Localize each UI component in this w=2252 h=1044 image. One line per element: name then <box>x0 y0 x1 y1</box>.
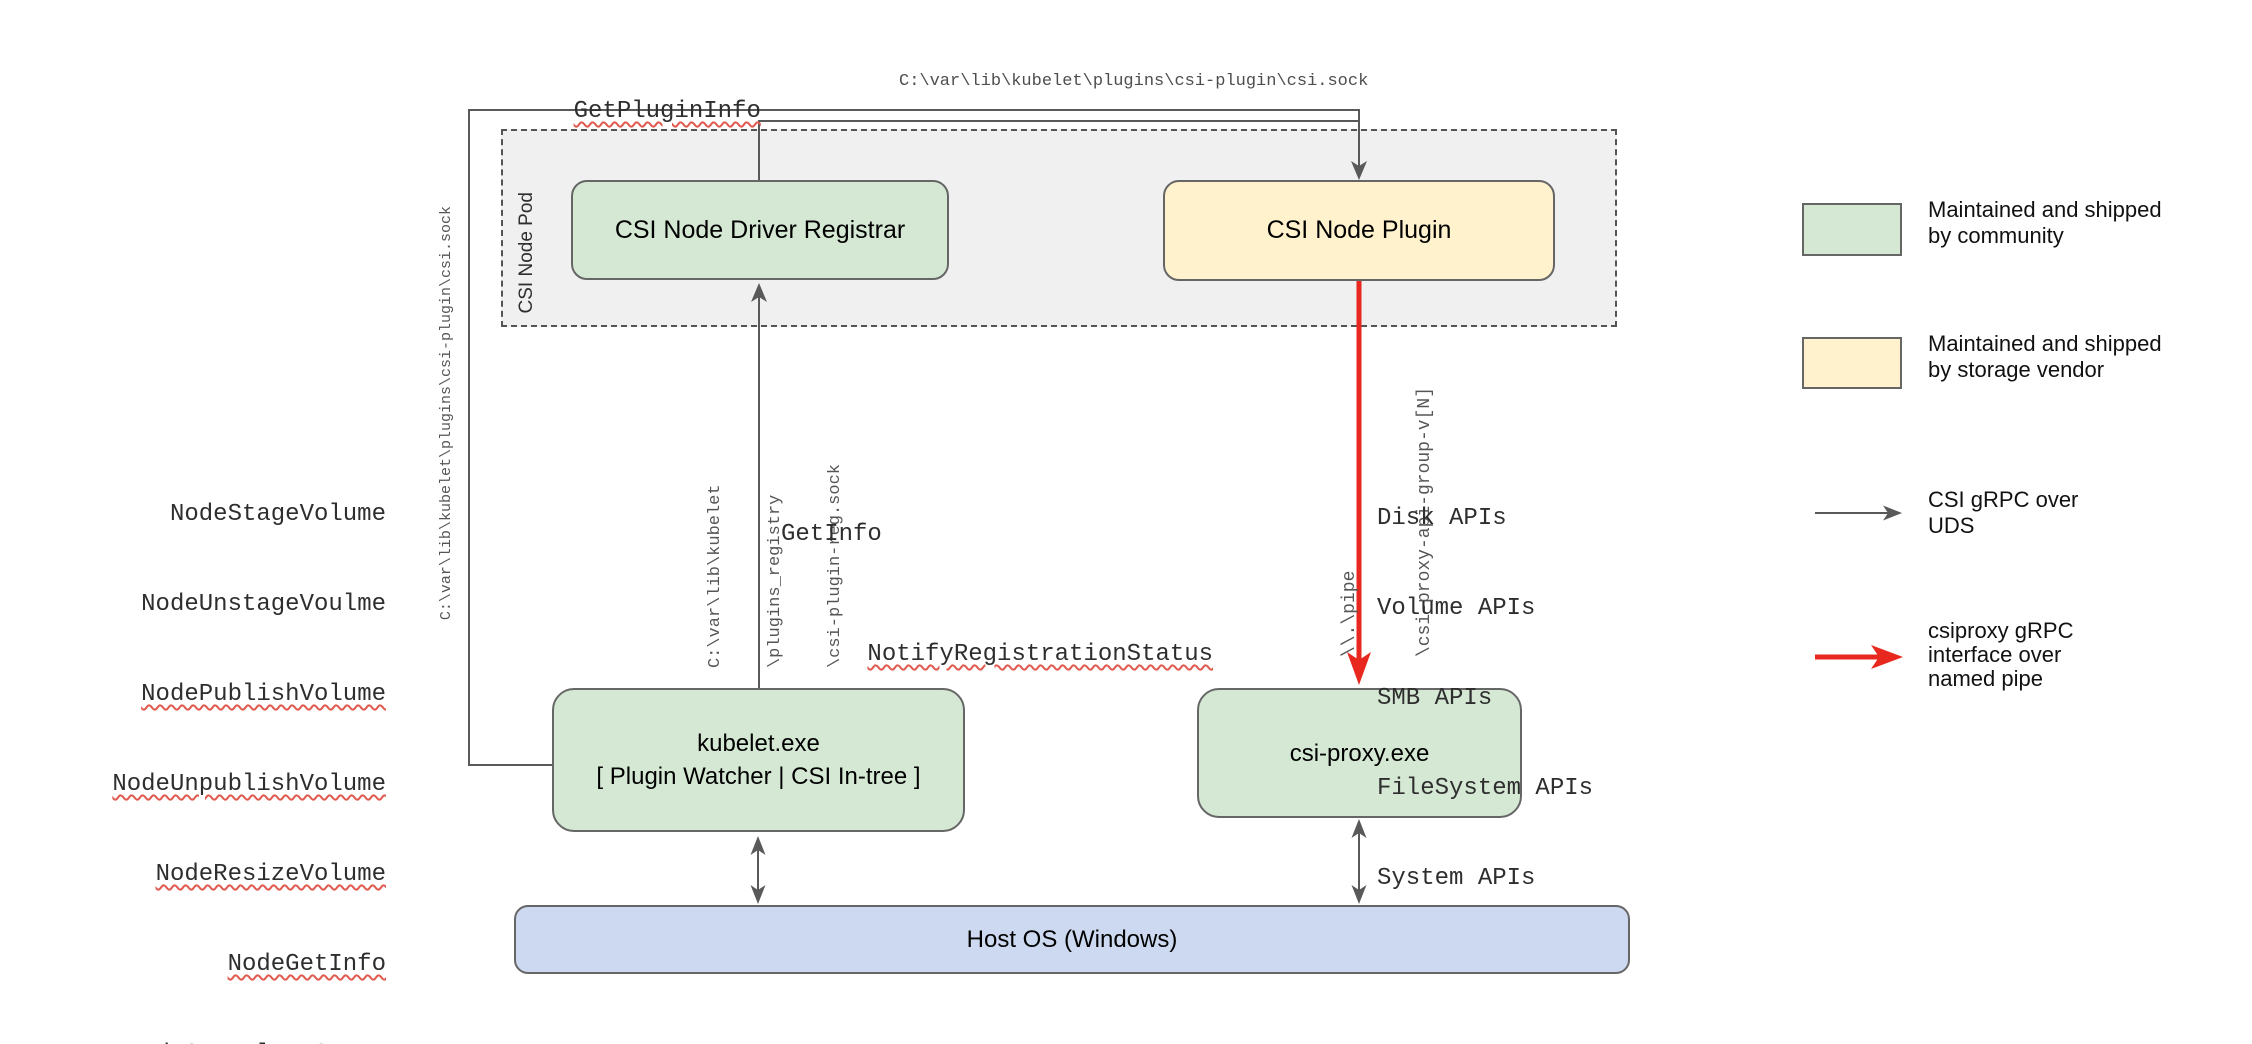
proxy-api-item: Disk APIs <box>1377 505 1507 532</box>
plugin-label: CSI Node Plugin <box>1266 216 1452 244</box>
proxy-api-item: System APIs <box>1377 865 1536 892</box>
node-call-item: NodeGetVolumeStats <box>60 1040 386 1044</box>
legend-label-uds: CSI gRPC over UDS <box>1928 487 2079 538</box>
connector-csiproxy-hostos <box>1351 819 1367 904</box>
proxy-api-item: SMB APIs <box>1377 685 1493 712</box>
connector-registrar-to-plugin <box>758 120 1358 180</box>
pod-title-vertical: CSI Node Pod <box>516 192 537 314</box>
csi-proxy-label: csi-proxy.exe <box>1289 739 1430 767</box>
proxy-api-list: Disk APIs Volume APIs SMB APIs FileSyste… <box>1377 444 1593 954</box>
notify-registration-status-text: NotifyRegistrationStatus <box>867 641 1214 668</box>
legend-label-namedpipe: csiproxy gRPC interface over named pipe <box>1928 618 2074 691</box>
kubelet-label-line1: kubelet.exe <box>697 730 820 757</box>
node-call-item: NodeUnpublishVolume <box>112 771 386 798</box>
legend-swatch-community <box>1802 203 1902 256</box>
legend-arrow-namedpipe-icon <box>1815 645 1903 669</box>
get-plugin-info-text: GetPluginInfo <box>573 98 761 125</box>
get-info-text: GetInfo <box>781 521 882 548</box>
host-os-label: Host OS (Windows) <box>966 926 1178 953</box>
connector-kubelet-to-registrar <box>751 283 767 688</box>
node-call-item: NodeStageVolume <box>169 501 386 528</box>
legend-label-community: Maintained and shipped by community <box>1928 197 2162 248</box>
csi-proxy-node: csi-proxy.exe <box>1197 688 1522 818</box>
connector-kubelet-hostos <box>750 836 766 904</box>
registration-calls-label: GetInfo NotifyRegistrationStatus <box>781 460 1213 760</box>
registrar-label: CSI Node Driver Registrar <box>614 215 906 244</box>
plugin-node: CSI Node Plugin <box>1163 180 1555 281</box>
get-plugin-info-label: GetPluginInfo <box>516 71 761 152</box>
node-calls-list: NodeStageVolume NodeUnstageVoulme NodePu… <box>60 440 386 1044</box>
connector-kubelet-to-plugin <box>468 109 1367 766</box>
registrar-node: CSI Node Driver Registrar <box>571 180 949 280</box>
node-call-item: NodePublishVolume <box>141 681 386 708</box>
node-call-item: NodeUnstageVoulme <box>141 591 386 618</box>
proxy-api-item: Volume APIs <box>1377 595 1536 622</box>
host-os-node: Host OS (Windows) <box>514 905 1630 974</box>
proxy-api-item: FileSystem APIs <box>1377 775 1594 802</box>
csi-sock-path-top-label: C:\var\lib\kubelet\plugins\csi-plugin\cs… <box>899 72 1369 91</box>
node-call-item: NodeGetInfo <box>227 951 386 978</box>
node-call-item: NodeResizeVolume <box>155 861 386 888</box>
legend-arrow-uds-icon <box>1815 505 1902 521</box>
legend-label-vendor: Maintained and shipped by storage vendor <box>1928 331 2162 382</box>
csi-sock-path-left-vertical: C:\var\lib\kubelet\plugins\csi-plugin\cs… <box>438 206 455 621</box>
kubelet-node: kubelet.exe [ Plugin Watcher | CSI In-tr… <box>552 688 965 832</box>
kubelet-label-line2: [ Plugin Watcher | CSI In-tree ] <box>596 763 921 790</box>
legend-swatch-vendor <box>1802 337 1902 389</box>
connector-plugin-to-csiproxy <box>1347 281 1371 685</box>
